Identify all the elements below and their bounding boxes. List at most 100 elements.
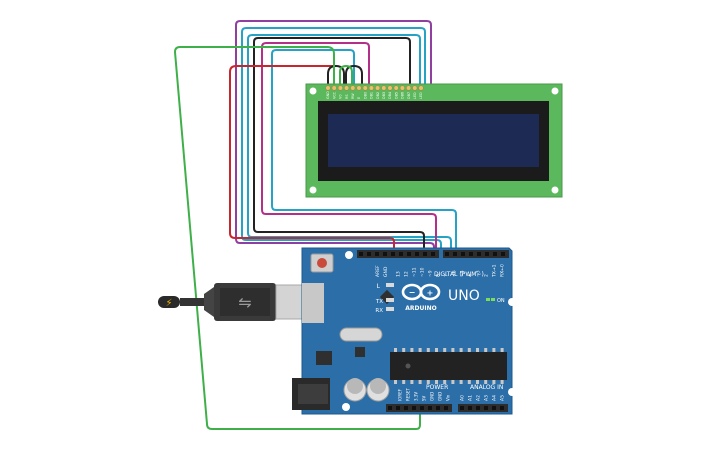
- wire-red-vcc: [229, 65, 395, 255]
- lcd-pin-label: DB1: [370, 92, 374, 99]
- lcd-pin[interactable]: [350, 85, 356, 91]
- board-mount-hole-3: [342, 403, 350, 411]
- power-pin-label: GND: [438, 392, 443, 401]
- digital-pin-label: ~11: [412, 267, 418, 277]
- chip-leg: [410, 380, 414, 384]
- header-socket[interactable]: [453, 252, 457, 256]
- chip-leg: [426, 380, 430, 384]
- lcd-pin[interactable]: [368, 85, 375, 91]
- lcd-pin[interactable]: [362, 85, 368, 91]
- lcd-pin-label: DB6: [401, 92, 405, 99]
- header-socket[interactable]: [404, 406, 408, 410]
- lcd-pin[interactable]: [418, 85, 424, 91]
- chip-leg: [435, 380, 438, 384]
- header-socket[interactable]: [367, 252, 371, 256]
- led-l: [386, 283, 394, 287]
- lcd-pin-label: GND: [326, 91, 330, 99]
- header-socket[interactable]: [431, 252, 435, 256]
- header-socket[interactable]: [485, 252, 489, 256]
- wire-black-rw: [253, 37, 425, 255]
- capacitor-1-top: [347, 378, 363, 394]
- on-led-1: [486, 298, 490, 301]
- lcd-pin[interactable]: [375, 85, 381, 91]
- lcd-pin[interactable]: [331, 85, 337, 91]
- header-socket[interactable]: [420, 406, 424, 410]
- digital-pin-label: ~10: [420, 267, 426, 277]
- header-socket[interactable]: [469, 252, 473, 256]
- header-socket[interactable]: [415, 252, 419, 256]
- power-pin-label: 3.3V: [414, 392, 419, 401]
- lcd-pin[interactable]: [325, 85, 331, 91]
- label-aref: AREF: [375, 265, 381, 277]
- header-socket[interactable]: [423, 252, 427, 256]
- lcd-pin[interactable]: [406, 85, 412, 91]
- reset-button-cap[interactable]: [317, 258, 327, 268]
- capacitor-2-top: [370, 378, 386, 394]
- header-socket[interactable]: [492, 406, 496, 410]
- header-socket[interactable]: [428, 406, 432, 410]
- chip-leg: [484, 348, 488, 352]
- header-socket[interactable]: [461, 252, 465, 256]
- lcd-pin[interactable]: [356, 85, 362, 91]
- lcd-pin[interactable]: [399, 85, 406, 91]
- chip-leg: [394, 348, 397, 352]
- usb-cable-wire: [180, 298, 204, 306]
- lcd-pin[interactable]: [337, 85, 344, 91]
- lcd-pin[interactable]: [393, 85, 399, 91]
- header-socket[interactable]: [412, 406, 416, 410]
- header-socket[interactable]: [500, 406, 504, 410]
- lcd-mount-hole-bl: [309, 186, 317, 194]
- board-mount-hole-4: [508, 388, 516, 396]
- label-analog: ANALOG IN: [470, 384, 503, 391]
- label-rx: RX: [375, 308, 383, 314]
- header-socket[interactable]: [493, 252, 497, 256]
- header-socket[interactable]: [477, 252, 481, 256]
- header-socket[interactable]: [388, 406, 392, 410]
- header-socket[interactable]: [476, 406, 480, 410]
- svg-text:−: −: [409, 288, 416, 297]
- header-socket[interactable]: [391, 252, 395, 256]
- chip-leg: [451, 380, 455, 384]
- lcd-pin-label: DB7: [407, 92, 411, 99]
- wire-black-gnd: [327, 65, 345, 85]
- lcd-pin-label: VCC: [332, 91, 336, 99]
- chip-leg: [410, 348, 414, 352]
- lcd-pin[interactable]: [412, 85, 418, 91]
- wire-cyan-2: [247, 34, 452, 255]
- label-tx: TX: [375, 299, 383, 305]
- header-socket[interactable]: [460, 406, 464, 410]
- header-socket[interactable]: [484, 406, 488, 410]
- wire-green-lcd: [339, 65, 353, 85]
- header-socket[interactable]: [407, 252, 411, 256]
- header-socket[interactable]: [383, 252, 387, 256]
- lcd-pin-label: V0: [339, 95, 343, 99]
- svg-text:+: +: [427, 289, 434, 298]
- header-socket[interactable]: [445, 252, 449, 256]
- chip-leg: [435, 348, 438, 352]
- header-socket[interactable]: [501, 252, 505, 256]
- led-tx: [386, 298, 394, 302]
- usb-cable[interactable]: ⚡ ⇋: [158, 283, 320, 321]
- lcd-pin[interactable]: [381, 85, 387, 91]
- lcd-pin[interactable]: [344, 85, 350, 91]
- header-socket[interactable]: [359, 252, 363, 256]
- lcd-pin-label: DB5: [394, 92, 398, 99]
- chip-leg: [484, 380, 488, 384]
- header-socket[interactable]: [444, 406, 448, 410]
- atmega-chip-legs: [394, 348, 504, 384]
- header-socket[interactable]: [436, 406, 440, 410]
- crystal-oscillator: [339, 327, 383, 342]
- lcd-pin[interactable]: [387, 85, 393, 91]
- header-socket[interactable]: [375, 252, 379, 256]
- header-socket[interactable]: [468, 406, 472, 410]
- header-socket[interactable]: [399, 252, 403, 256]
- header-socket[interactable]: [396, 406, 400, 410]
- digital-header-block-2: [443, 250, 509, 258]
- chip-leg: [459, 348, 463, 352]
